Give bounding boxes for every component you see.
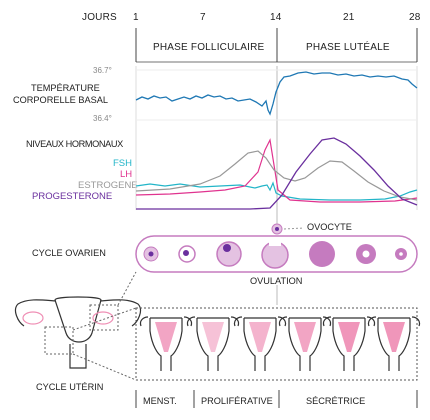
endometrium <box>249 322 271 352</box>
temperature-max-label: 36.7° <box>93 66 112 75</box>
uterus-zoom-leader-bottom <box>72 353 137 381</box>
uterus-stage-5 <box>322 316 376 371</box>
endometrium <box>383 322 405 352</box>
uterus-outline <box>278 316 332 371</box>
uterus-outline <box>139 316 193 371</box>
endometrium <box>155 322 177 352</box>
uterine-phase-proliferative: PROLIFÉRATIVE <box>201 396 273 406</box>
legend-estrogen: ESTROGENE <box>78 180 138 191</box>
uterus-outline <box>186 316 240 371</box>
temperature-title-line1: TEMPÉRATURE <box>31 83 100 93</box>
uterus-outline <box>322 316 376 371</box>
day-tick-7: 7 <box>200 12 206 23</box>
oocyte-released <box>271 223 283 235</box>
uterus-stage-2 <box>186 316 240 371</box>
follicle-2 <box>178 245 196 263</box>
days-axis-title: JOURS <box>82 12 117 23</box>
follicular-phase-label: PHASE FOLLICULAIRE <box>153 42 265 53</box>
uterus-outline <box>367 316 421 371</box>
follicle-ruptured <box>261 240 289 269</box>
corpus-luteum-2 <box>356 244 376 264</box>
uterine-phase-menst: MENST. <box>143 396 177 406</box>
endometrium <box>294 322 316 352</box>
day-tick-28: 28 <box>409 12 421 23</box>
temperature-curve <box>135 71 418 116</box>
uterus-stage-6 <box>367 316 421 371</box>
lh-curve <box>135 138 418 203</box>
ovarian-cycle-title: CYCLE OVARIEN <box>32 248 106 258</box>
follicle-1 <box>143 246 159 262</box>
legend-fsh: FSH <box>113 158 132 169</box>
luteal-phase-label: PHASE LUTÉALE <box>306 42 390 53</box>
day-tick-1: 1 <box>133 12 139 23</box>
uterus-stage-4 <box>278 316 332 371</box>
temperature-title-line2: CORPORELLE BASAL <box>13 95 108 105</box>
endometrium <box>338 322 360 352</box>
uterus-stages <box>139 316 421 371</box>
hormone-levels-title: NIVEAUX HORMONAUX <box>26 139 123 149</box>
oocyte-leader <box>283 227 305 230</box>
legend-progesterone: PROGESTERONE <box>32 191 113 202</box>
uterine-cycle-title: CYCLE UTÉRIN <box>36 382 104 392</box>
ovulation-label: OVULATION <box>250 276 303 286</box>
uterus-stage-1 <box>139 316 193 371</box>
oocyte-label: OVOCYTE <box>307 222 352 232</box>
corpus-luteum-1 <box>309 241 335 267</box>
uterus-zoom-leader-top <box>72 307 137 331</box>
uterine-panel <box>135 307 418 381</box>
corpus-albicans <box>395 248 407 260</box>
temperature-min-label: 36.4° <box>93 114 112 123</box>
uterus-zoom-box <box>44 326 74 355</box>
fsh-curve <box>135 181 418 201</box>
uterus-outline <box>233 316 287 371</box>
endometrium <box>202 322 224 352</box>
day-tick-21: 21 <box>343 12 355 23</box>
uterus-overview <box>14 296 142 369</box>
ovary-zoom-box <box>89 304 119 331</box>
progesterone-curve <box>136 137 418 210</box>
uterus-stage-3 <box>233 316 287 371</box>
day-tick-14: 14 <box>270 12 282 23</box>
uterine-phase-secretory: SÉCRÉTRICE <box>306 396 366 406</box>
legend-lh: LH <box>120 169 133 180</box>
estrogen-curve <box>135 150 418 201</box>
follicle-3 <box>216 241 242 267</box>
